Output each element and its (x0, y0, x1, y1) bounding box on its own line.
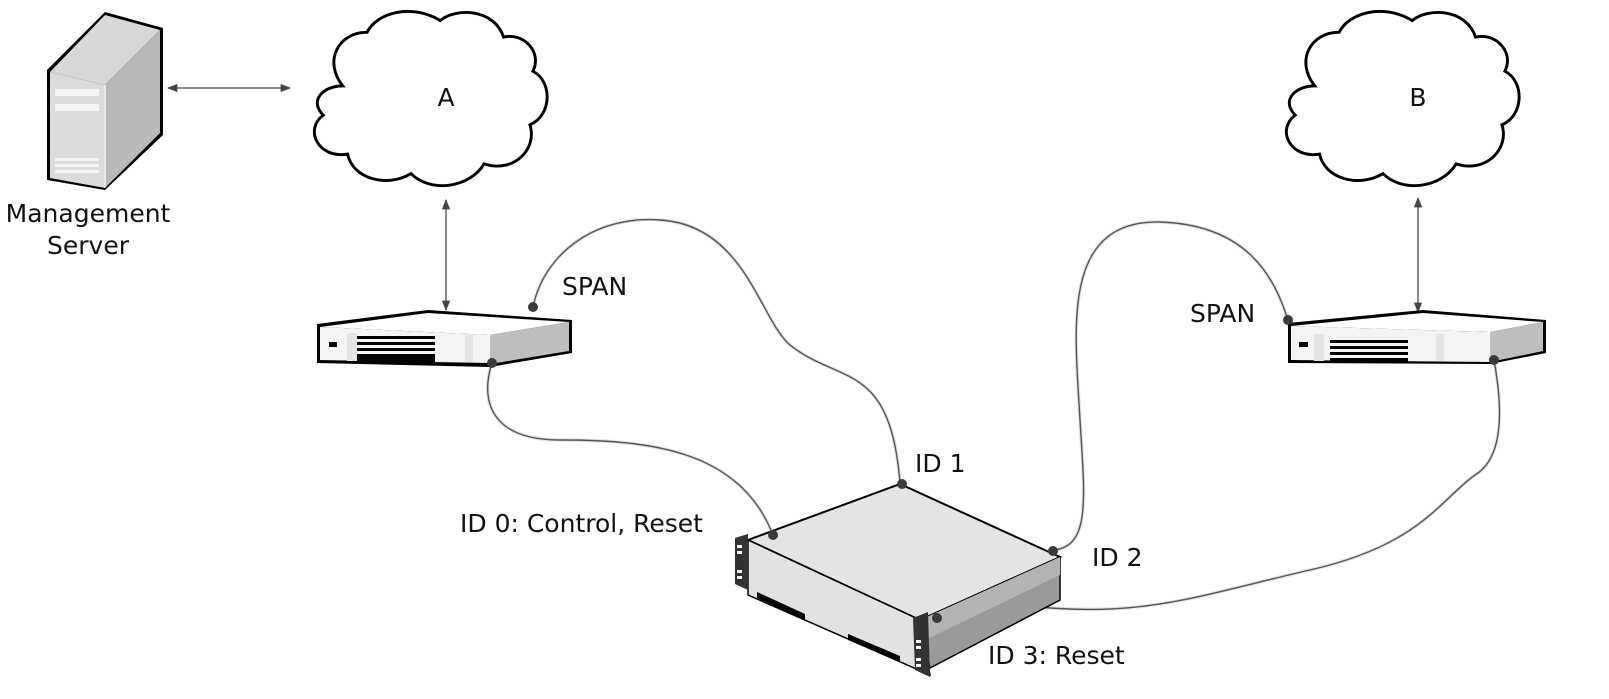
appliance-port-id1 (897, 479, 907, 489)
appliance-port-id0 (768, 530, 778, 540)
port-id2-label: ID 2 (1092, 543, 1142, 572)
port-id1-label: ID 1 (915, 449, 965, 478)
cloud-a-icon (312, 9, 549, 188)
cloud-a-label: A (437, 83, 454, 112)
cloud-b-icon (1284, 9, 1521, 188)
right-switch-uplink-port (1489, 355, 1499, 365)
appliance-port-id3 (932, 613, 942, 623)
appliance-port-id2 (1048, 546, 1058, 556)
right-span-label: SPAN (1190, 299, 1255, 328)
left-switch-uplink-port (487, 358, 497, 368)
switch-left-icon (317, 310, 572, 367)
port-id3-label: ID 3: Reset (988, 641, 1125, 670)
right-switch-span-port (1283, 315, 1293, 325)
port-id0-label: ID 0: Control, Reset (460, 509, 703, 538)
appliance-icon (735, 482, 1063, 677)
management-server-icon (47, 12, 163, 190)
left-switch-span-port (528, 302, 538, 312)
cable-left-span-to-id1 (531, 217, 902, 484)
cable-right-span-to-id2 (1054, 220, 1290, 552)
cable-left-switch-to-id0 (485, 362, 775, 536)
switch-right-icon (1288, 310, 1546, 364)
management-server-label-line2: Server (47, 231, 130, 260)
left-span-label: SPAN (562, 272, 627, 301)
cloud-b-label: B (1409, 83, 1426, 112)
management-server-label-line1: Management (6, 199, 171, 228)
